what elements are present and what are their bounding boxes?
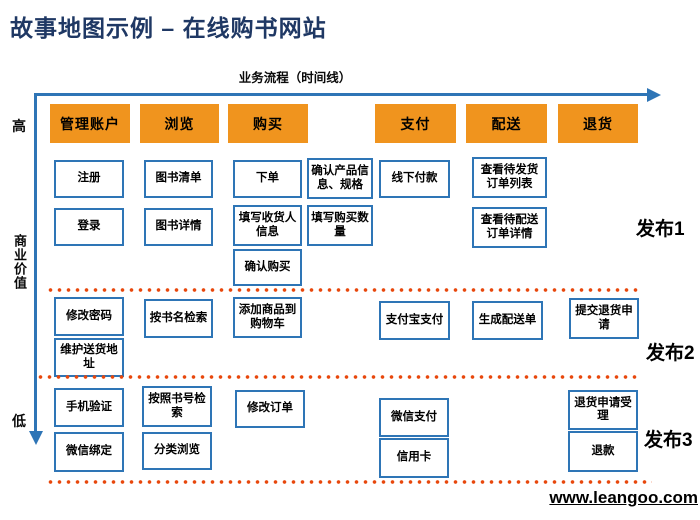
- release-2-label: 发布2: [646, 343, 695, 364]
- activity-payment: 支付: [375, 104, 456, 143]
- user-story-card: 线下付款: [379, 160, 450, 198]
- user-story-card: 微信绑定: [54, 432, 124, 472]
- release-divider: [36, 375, 640, 379]
- user-story-card: 添加商品到购物车: [233, 297, 302, 338]
- timeline-arrow-line: [35, 93, 648, 96]
- user-story-card: 登录: [54, 208, 124, 246]
- activity-purchase: 购买: [228, 104, 308, 143]
- value-axis-high-label: 高: [12, 118, 26, 134]
- user-story-card: 微信支付: [379, 398, 449, 437]
- activity-returns: 退货: [558, 104, 638, 143]
- user-story-card: 修改订单: [235, 390, 305, 428]
- activity-browse: 浏览: [140, 104, 219, 143]
- user-story-card: 提交退货申请: [569, 298, 639, 339]
- page-title: 故事地图示例 – 在线购书网站: [10, 15, 327, 41]
- release-divider: [46, 288, 640, 292]
- timeline-arrow-icon: [647, 88, 661, 102]
- user-story-card: 确认购买: [233, 249, 302, 286]
- user-story-card: 图书清单: [144, 160, 213, 198]
- value-axis-label: 商业价值: [12, 234, 27, 290]
- value-axis-arrow-icon: [29, 431, 43, 445]
- user-story-card: 下单: [233, 160, 302, 198]
- user-story-card: 查看待发货订单列表: [472, 157, 547, 198]
- user-story-card: 按书名检索: [144, 299, 213, 338]
- user-story-card: 退款: [568, 431, 638, 472]
- user-story-card: 按照书号检索: [142, 386, 212, 427]
- activity-delivery: 配送: [466, 104, 547, 143]
- user-story-card: 确认产品信息、规格: [307, 158, 373, 199]
- user-story-card: 填写收货人信息: [233, 205, 302, 246]
- user-story-card: 查看待配送订单详情: [472, 207, 547, 248]
- user-story-card: 维护送货地址: [54, 338, 124, 377]
- user-story-card: 注册: [54, 160, 124, 198]
- value-axis-line: [34, 93, 37, 432]
- user-story-card: 填写购买数量: [307, 205, 373, 246]
- user-story-card: 生成配送单: [472, 301, 543, 340]
- leangoo-watermark-link[interactable]: www.leangoo.com: [549, 488, 698, 507]
- value-axis-low-label: 低: [12, 413, 26, 429]
- release-1-label: 发布1: [636, 219, 685, 240]
- user-story-card: 退货申请受理: [568, 390, 638, 430]
- release-divider: [46, 480, 652, 484]
- user-story-card: 图书详情: [144, 208, 213, 246]
- user-story-card: 支付宝支付: [379, 301, 450, 340]
- activity-manage-account: 管理账户: [50, 104, 130, 143]
- user-story-card: 信用卡: [379, 438, 449, 478]
- user-story-card: 手机验证: [54, 388, 124, 427]
- user-story-card: 分类浏览: [142, 432, 212, 470]
- release-3-label: 发布3: [644, 430, 693, 451]
- user-story-card: 修改密码: [54, 297, 124, 336]
- timeline-axis-label: 业务流程（时间线）: [238, 71, 352, 85]
